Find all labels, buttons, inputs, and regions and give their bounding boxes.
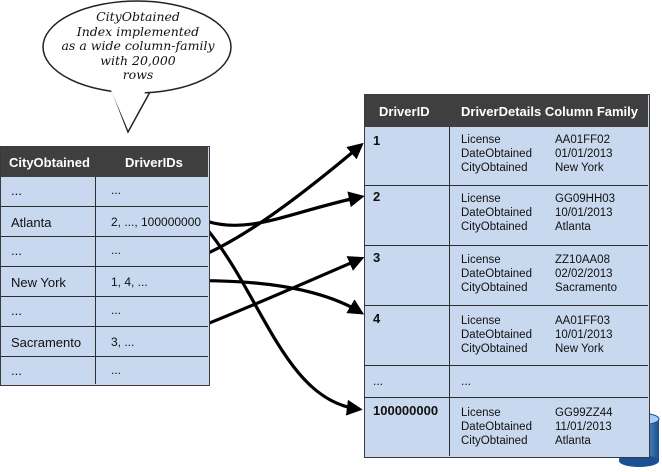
driver-id: 2 [373,189,381,204]
callout-line: Index implemented [76,23,200,39]
driver-id: 4 [373,311,381,326]
city-index-table: CityObtained DriverIDs ... ... Atlanta 2… [0,146,210,386]
driver-id: 100000000 [373,403,439,418]
index-row-ids: 1, 4, ... [111,275,148,289]
index-row-city: ... [11,243,22,258]
column-header-city: CityObtained [9,154,90,170]
field-value: Atlanta [555,435,591,447]
driver-values: GG99ZZ44 11/01/2013 Atlanta [555,406,613,448]
index-row-ids: ... [111,183,122,197]
driver-id: 3 [373,250,381,265]
field-label: DateObtained [461,148,532,160]
index-row-ids: 3, ... [111,335,135,349]
driver-id: 1 [373,133,381,148]
field-value: 02/02/2013 [555,268,613,280]
index-row-city: ... [11,303,22,318]
index-row-ids: ... [111,303,122,317]
callout-bubble [42,0,232,134]
driver-fields: License DateObtained CityObtained [461,133,532,175]
index-row-city: ... [11,183,22,198]
field-value: AA01FF02 [555,134,610,146]
index-row-city: ... [11,363,22,378]
index-row-city: New York [11,275,66,290]
field-label: License [461,193,501,205]
field-label: DateObtained [461,421,532,433]
field-label: License [461,134,501,146]
driver-values: GG09HH03 10/01/2013 Atlanta [555,192,615,234]
driver-values: AA01FF02 01/01/2013 New York [555,133,613,175]
driver-values: ZZ10AA08 02/02/2013 Sacramento [555,253,617,295]
field-value: AA01FF03 [555,315,610,327]
field-label: CityObtained [461,162,528,174]
callout-line: CityObtained [96,9,180,24]
driver-table-header: DriverID DriverDetails Column Family [365,95,648,127]
index-row-ids: 2, ..., 100000000 [111,215,202,229]
driver-fields: License DateObtained CityObtained [461,253,532,295]
driver-details-table: DriverID DriverDetails Column Family 1 L… [364,94,650,458]
field-value: 11/01/2013 [555,421,612,433]
field-label: DateObtained [461,268,532,280]
field-value: 10/01/2013 [555,207,613,219]
index-row-ids: ... [111,363,122,377]
callout-line: as a wide column-family [61,38,215,53]
driver-ellipsis: ... [461,374,472,388]
callout-line: with 20,000 [100,52,176,68]
field-value: 01/01/2013 [555,148,613,160]
field-label: CityObtained [461,282,528,294]
driver-values: AA01FF03 10/01/2013 New York [555,314,613,356]
field-label: CityObtained [461,221,528,233]
field-value: Atlanta [555,221,591,233]
field-value: 10/01/2013 [555,329,613,341]
field-value: New York [555,343,604,355]
index-row-city: Sacramento [11,335,82,350]
callout-line: rows [122,67,154,82]
index-row-city: Atlanta [11,215,52,230]
driver-fields: License DateObtained CityObtained [461,406,532,448]
field-label: License [461,407,501,419]
field-label: CityObtained [461,343,528,355]
column-header-driverids: DriverIDs [125,154,183,170]
field-label: DateObtained [461,329,532,341]
field-value: GG99ZZ44 [555,407,613,419]
driver-fields: License DateObtained CityObtained [461,192,532,234]
field-value: ZZ10AA08 [555,254,610,266]
index-table-header: CityObtained DriverIDs [1,147,208,177]
field-value: Sacramento [555,282,618,294]
field-label: CityObtained [461,435,528,447]
field-value: GG09HH03 [555,193,616,205]
field-label: License [461,254,501,266]
callout-text: CityObtained Index implemented as a wide… [48,9,228,83]
arrow-atlanta-to-2 [205,191,365,227]
index-row-ids: ... [111,243,122,257]
arrow-atlanta-to-100000000 [204,226,363,416]
field-label: License [461,315,501,327]
field-label: DateObtained [461,207,532,219]
column-header-driverid: DriverID [379,103,430,119]
column-header-details: DriverDetails Column Family [461,103,638,119]
driver-fields: License DateObtained CityObtained [461,314,532,356]
driver-id: ... [373,374,384,388]
field-value: New York [555,162,604,174]
